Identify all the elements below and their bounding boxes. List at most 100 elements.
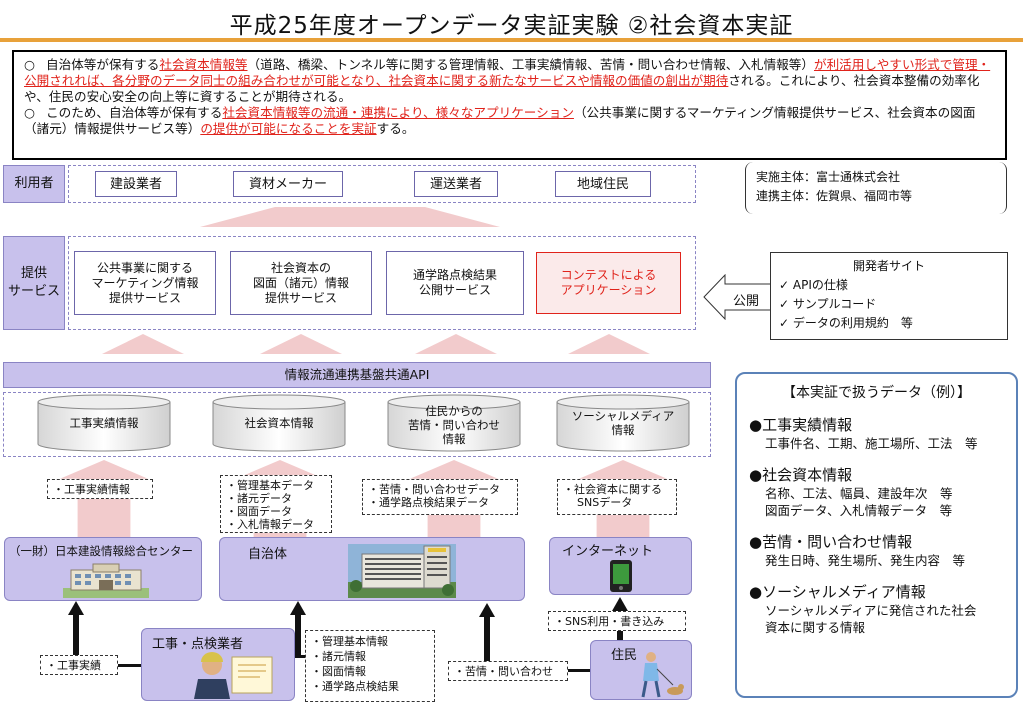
- api-bar: 情報流通連携基盤共通API: [3, 362, 711, 388]
- database-label: 工事実績情報: [69, 416, 139, 430]
- black-up-arrow: [73, 614, 79, 664]
- black-up-arrow-head: [479, 603, 495, 617]
- data-category-title: ●ソーシャルメディア情報: [749, 581, 1004, 602]
- note-construction-results: ・工事実績情報: [47, 479, 153, 499]
- service-drawings: 社会資本の 図面（諸元）情報 提供サービス: [230, 251, 372, 315]
- data-category-detail: 発生日時、発生場所、発生内容 等: [765, 553, 966, 568]
- data-category: ●社会資本情報 名称、工法、幅員、建設年次 等 図面データ、入札情報データ 等: [749, 464, 1004, 519]
- service-marketing: 公共事業に関する マーケティング情報 提供サービス: [74, 251, 216, 315]
- black-connector: [295, 655, 305, 658]
- intro-paragraph-1: ○自治体等が保有する社会資本情報等（道路、橋梁、トンネル等に関する管理情報、工事…: [24, 57, 997, 105]
- service-text: アプリケーション: [560, 283, 657, 297]
- source-municipality: 自治体: [219, 537, 525, 601]
- database-complaints: 住民からの 苦情・問い合わせ 情報: [387, 394, 521, 452]
- dev-site-item-label: データの利用規約 等: [792, 316, 913, 330]
- source-jacic-label: （一財）日本建設情報総合センター: [9, 544, 193, 558]
- database-label: 情報: [442, 432, 466, 446]
- bullet-circle-icon: ○: [24, 57, 35, 72]
- building-icon: [63, 563, 149, 598]
- resident-walking-dog-icon: [641, 652, 684, 698]
- user-transport: 運送業者: [414, 171, 498, 197]
- bullet-icon: ●: [749, 583, 763, 601]
- city-hall-icon: [348, 544, 456, 598]
- developer-site-title: 開発者サイト: [852, 259, 925, 273]
- bullet-icon: ●: [749, 533, 763, 551]
- data-category: ●苦情・問い合わせ情報 発生日時、発生場所、発生内容 等: [749, 531, 1004, 569]
- pink-up-arrow: [60, 460, 148, 538]
- database-social-media: ソーシャルメディア 情報: [556, 394, 690, 452]
- note-line: ・通学路点検結果: [311, 680, 399, 693]
- service-text: 提供サービス: [264, 290, 337, 305]
- data-category-detail: ソーシャルメディアに発信された社会: [765, 603, 977, 618]
- data-panel-heading: 【本実証で扱うデータ（例）】: [782, 385, 971, 401]
- intro-text: （道路、橋梁、トンネル等に関する管理情報、工事実績情報、苦情・問い合わせ情報、入…: [247, 57, 814, 72]
- source-internet: インターネット: [549, 537, 692, 595]
- developer-site-box: 開発者サイト ✓ APIの仕様 ✓ サンプルコード ✓ データの利用規約 等: [770, 252, 1008, 340]
- services-label-line: 提供: [20, 266, 47, 281]
- database-construction-results: 工事実績情報: [37, 394, 171, 452]
- intro-paragraph-2: ○このため、自治体等が保有する社会資本情報等の流通・連携により、様々なアプリケー…: [24, 105, 997, 137]
- service-contest-apps: コンテストによる アプリケーション: [536, 252, 681, 314]
- pink-up-arrow: [102, 334, 184, 354]
- user-material-maker: 資材メーカー: [233, 171, 343, 197]
- data-category: ●ソーシャルメディア情報 ソーシャルメディアに発信された社会 資本に関する情報: [749, 581, 1004, 636]
- implementation-info: 実施主体：富士通株式会社 連携主体：佐賀県、福岡市等: [745, 162, 1007, 214]
- database-cylinder-icon: [37, 394, 171, 452]
- service-text: 社会資本の: [270, 260, 331, 275]
- bullet-circle-icon: ○: [24, 105, 35, 120]
- black-up-arrow-head: [68, 601, 84, 615]
- check-icon: ✓: [779, 297, 790, 311]
- service-text: 提供サービス: [108, 290, 181, 305]
- users-area: [68, 165, 696, 203]
- database-label: 苦情・問い合わせ: [408, 418, 500, 432]
- black-up-arrow: [484, 616, 490, 672]
- database-cylinder-icon: [212, 394, 346, 452]
- note-work-results: ・工事実績: [40, 655, 118, 675]
- database-infrastructure: 社会資本情報: [212, 394, 346, 452]
- note-line: ・苦情・問い合わせデータ: [368, 483, 500, 496]
- data-category-detail: 名称、工法、幅員、建設年次 等: [765, 486, 953, 501]
- partners: 連携主体：佐賀県、福岡市等: [756, 189, 913, 203]
- note-line: ・通学路点検結果データ: [368, 496, 489, 509]
- source-resident: 住民: [590, 640, 692, 700]
- title-divider: [0, 38, 1023, 42]
- worker-icon: [194, 652, 273, 699]
- service-text: 公共事業に関する: [96, 260, 193, 275]
- note-line: ・諸元データ: [226, 492, 292, 505]
- page-title: 平成25年度オープンデータ実証実験 ②社会資本実証: [229, 13, 794, 39]
- service-text: マーケティング情報: [91, 275, 199, 290]
- note-complaints: ・苦情・問い合わせ: [448, 661, 568, 681]
- data-category-name: 社会資本情報: [762, 466, 853, 484]
- intro-text: する。: [376, 121, 415, 136]
- note-line: SNSデータ: [577, 496, 633, 509]
- data-category-title: ●苦情・問い合わせ情報: [749, 531, 1004, 552]
- service-text: 図面（諸元）情報: [252, 275, 349, 290]
- service-text: 通学路点検結果: [412, 268, 497, 282]
- source-contractor: 工事・点検業者: [141, 628, 295, 701]
- intro-text: （公共事業に関するマーケティング情報提供サービス、社会資本の図面（諸元）情報提供…: [24, 105, 976, 136]
- note-line: ・図面情報: [311, 665, 366, 678]
- pink-up-arrow: [415, 334, 497, 354]
- data-category: ●工事実績情報 工事件名、工期、施工場所、工法 等: [749, 414, 1004, 452]
- database-area: [3, 392, 711, 457]
- intro-text: される。これにより、社会資本整備の効率化や、住民の安心安全の向上等に資することが…: [24, 73, 980, 104]
- users-label: 利用者: [3, 165, 65, 203]
- source-contractor-label: 工事・点検業者: [152, 637, 244, 652]
- note-line: ・管理基本データ: [226, 479, 314, 492]
- database-label: 社会資本情報: [244, 416, 314, 430]
- dev-site-item: ✓ データの利用規約 等: [779, 314, 999, 333]
- source-resident-label: 住民: [611, 648, 638, 663]
- user-construction: 建設業者: [95, 171, 177, 197]
- data-category-title: ●工事実績情報: [749, 414, 1004, 435]
- source-jacic: （一財）日本建設情報総合センター: [4, 537, 202, 601]
- implementer: 実施主体：富士通株式会社: [756, 170, 901, 184]
- intro-box: ○自治体等が保有する社会資本情報等（道路、橋梁、トンネル等に関する管理情報、工事…: [12, 50, 1007, 160]
- note-line: ・入札情報データ: [226, 518, 314, 531]
- intro-highlight: の提供が可能になることを実証: [200, 121, 377, 136]
- note-sns-data: ・社会資本に関する SNSデータ: [557, 479, 677, 515]
- intro-highlight: が利活用しやすい形式で管理・公開されれば、各分野のデータ同士の組み合わせが可能と…: [24, 57, 991, 88]
- note-line: ・管理基本情報: [311, 635, 388, 648]
- note-line: ・諸元情報: [311, 650, 366, 663]
- data-category-title: ●社会資本情報: [749, 464, 1004, 485]
- check-icon: ✓: [779, 278, 790, 292]
